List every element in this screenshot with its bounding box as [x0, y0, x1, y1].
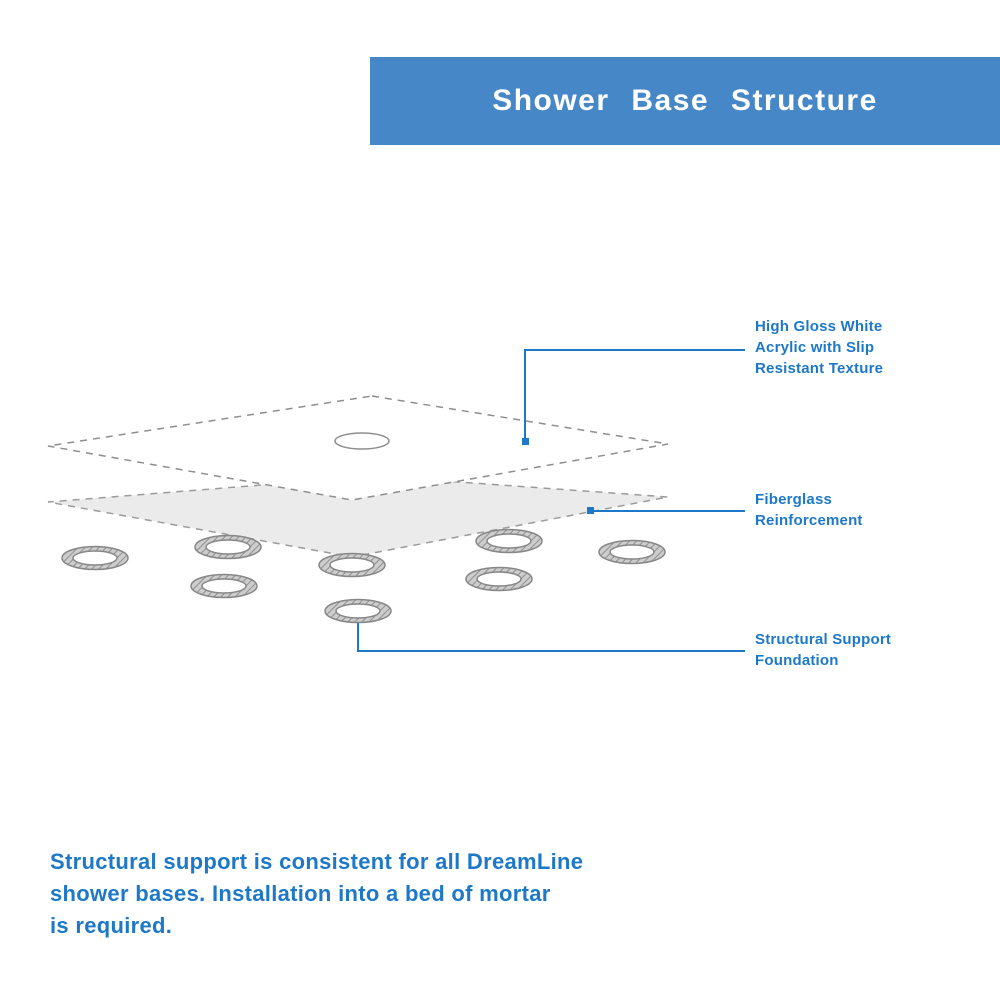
support-ring [318, 552, 386, 578]
leader-lines [357, 349, 745, 652]
header-banner: Shower Base Structure [370, 57, 1000, 145]
leader-marker-fiberglass [587, 507, 594, 514]
leader-line-foundation [357, 623, 745, 652]
callout-foundation-label: Structural Support Foundation [755, 631, 892, 669]
support-ring [598, 539, 666, 565]
callout-fiberglass-label: Fiberglass Reinforcement [755, 491, 863, 529]
support-ring [190, 573, 258, 599]
support-ring [465, 566, 533, 592]
leader-line-markers [522, 438, 594, 514]
footer-note: Structural support is consistent for all… [50, 849, 584, 938]
leader-marker-acrylic [522, 438, 529, 445]
support-ring [475, 528, 543, 554]
support-ring [61, 545, 129, 571]
support-ring [324, 598, 392, 624]
page-title: Shower Base Structure [492, 84, 878, 117]
support-ring [194, 534, 262, 560]
drain-hole [334, 432, 390, 450]
callout-acrylic-label: High Gloss White Acrylic with Slip Resis… [755, 318, 884, 377]
top-acrylic-layer [47, 395, 669, 501]
leader-line-acrylic [524, 349, 745, 441]
